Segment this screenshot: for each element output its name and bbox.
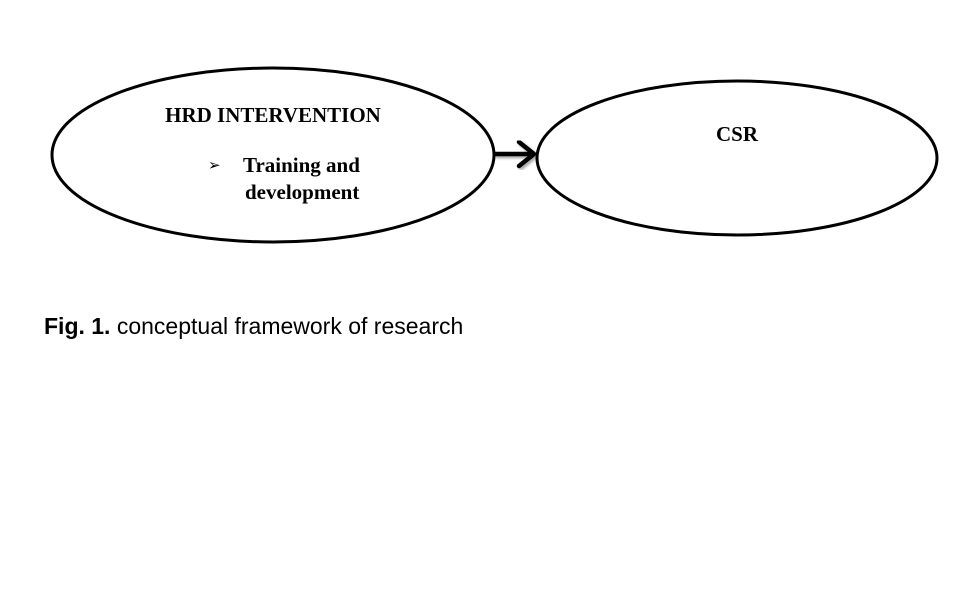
bullet-arrow-icon: ➢ [208,156,221,174]
csr-node-title: CSR [716,122,759,146]
hrd-to-csr-arrow [492,139,537,169]
hrd-bullet-line-2: development [245,180,359,204]
arrow-head [516,139,537,169]
figure-label: Fig. 1. [44,313,111,339]
conceptual-framework-diagram: HRD INTERVENTION ➢ Training and developm… [50,66,939,244]
figure-caption: Fig. 1. conceptual framework of research [44,313,463,340]
figure-caption-text: conceptual framework of research [116,313,464,339]
csr-ellipse [535,79,939,237]
hrd-node-title: HRD INTERVENTION [165,103,381,127]
hrd-bullet-line-1: Training and [243,153,360,177]
hrd-node: HRD INTERVENTION ➢ Training and developm… [50,66,496,244]
csr-node: CSR [535,79,939,237]
